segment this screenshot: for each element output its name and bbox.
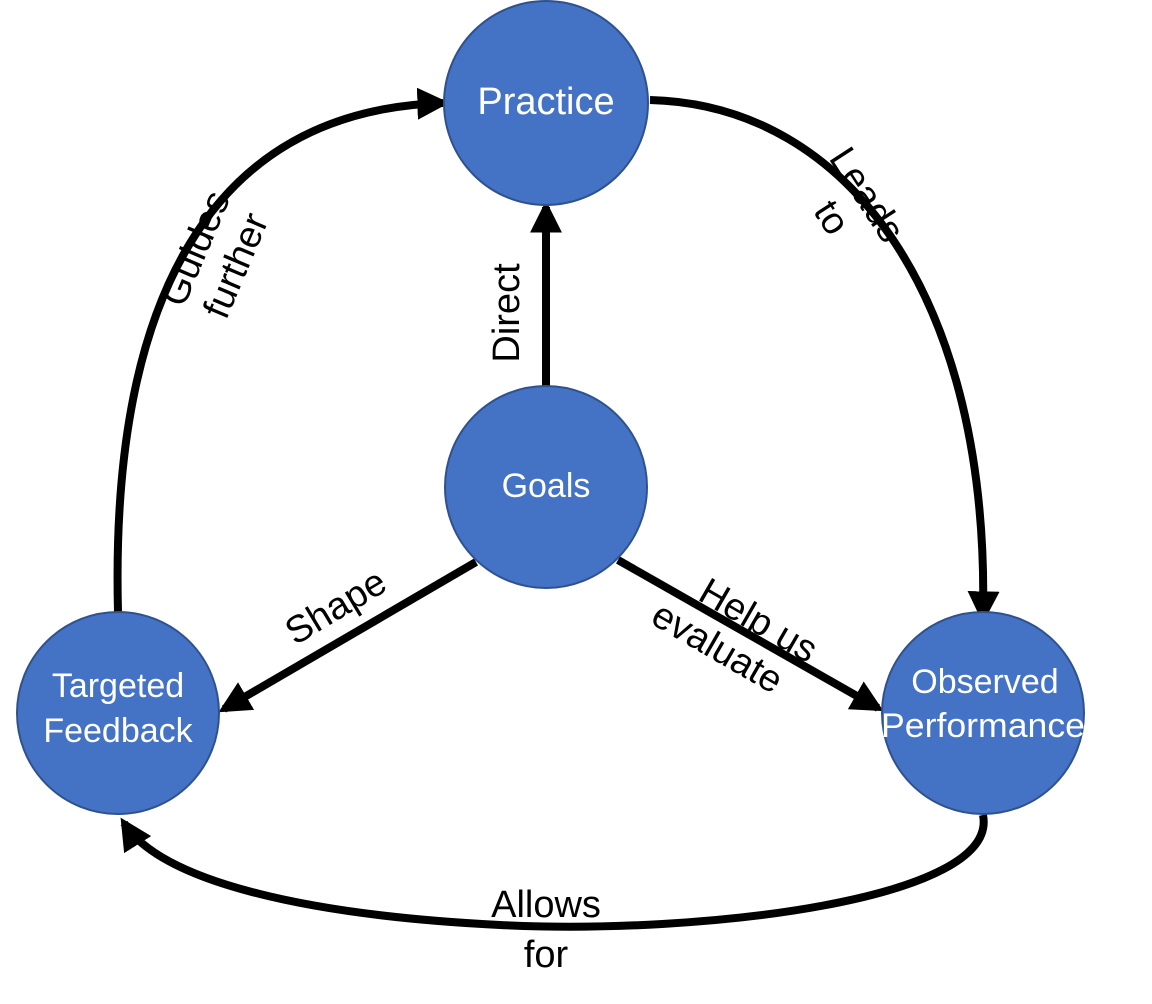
edge-leads-to [649, 96, 1000, 624]
edge-shape [218, 558, 479, 713]
label-direct: Direct [486, 263, 528, 363]
label-allows-for-line2: for [524, 934, 569, 976]
label-leads-to: Leads to [805, 140, 912, 250]
node-practice: Practice [443, 0, 649, 206]
edge-allows-for [120, 814, 988, 931]
node-targeted-feedback-line1: Targeted [52, 667, 184, 705]
label-help-us-evaluate: Help us evaluate [644, 571, 824, 703]
label-allows-for: Allows for [491, 884, 601, 976]
node-targeted-feedback-line2: Feedback [43, 712, 193, 750]
node-practice-label: Practice [477, 81, 614, 123]
node-targeted-feedback: Targeted Feedback [16, 611, 220, 815]
edge-help-us-evaluate [616, 556, 884, 712]
node-observed-performance-line1: Observed [911, 663, 1058, 701]
node-goals-label: Goals [502, 467, 591, 505]
node-observed-performance: Observed Performance [881, 611, 1085, 815]
edge-guides-further [113, 87, 450, 613]
label-allows-for-line1: Allows [491, 884, 601, 926]
label-guides-further: Guides further [153, 185, 277, 325]
node-observed-performance-line2: Performance [881, 707, 1085, 745]
node-goals: Goals [444, 385, 648, 589]
